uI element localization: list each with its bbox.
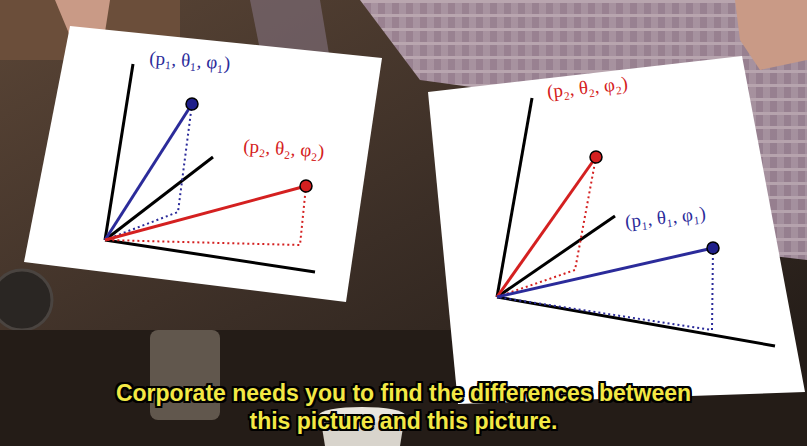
subtitle: Corporate needs you to find the differen… [100,380,707,435]
point [186,98,198,110]
hand-right [735,0,807,70]
point [707,242,719,254]
point [590,151,602,163]
point-label: (p₁, θ₁, φ₁) [149,48,231,74]
point-label: (p₂, θ₂, φ₂) [546,74,629,103]
paper [24,26,382,302]
point [300,180,312,192]
projection [105,186,306,245]
axis [497,98,532,297]
jar [150,330,220,420]
vector [105,186,306,240]
point-label: (p₂, θ₂, φ₂) [243,136,325,162]
fan [0,270,52,330]
axis [105,157,213,240]
vector [497,157,596,297]
axis [497,297,775,346]
projection [497,157,596,297]
projection [497,248,713,330]
paper [428,56,805,404]
vector [497,248,713,297]
axis [105,64,133,240]
point-label: (p₁, θ₁, φ₁) [624,204,707,233]
